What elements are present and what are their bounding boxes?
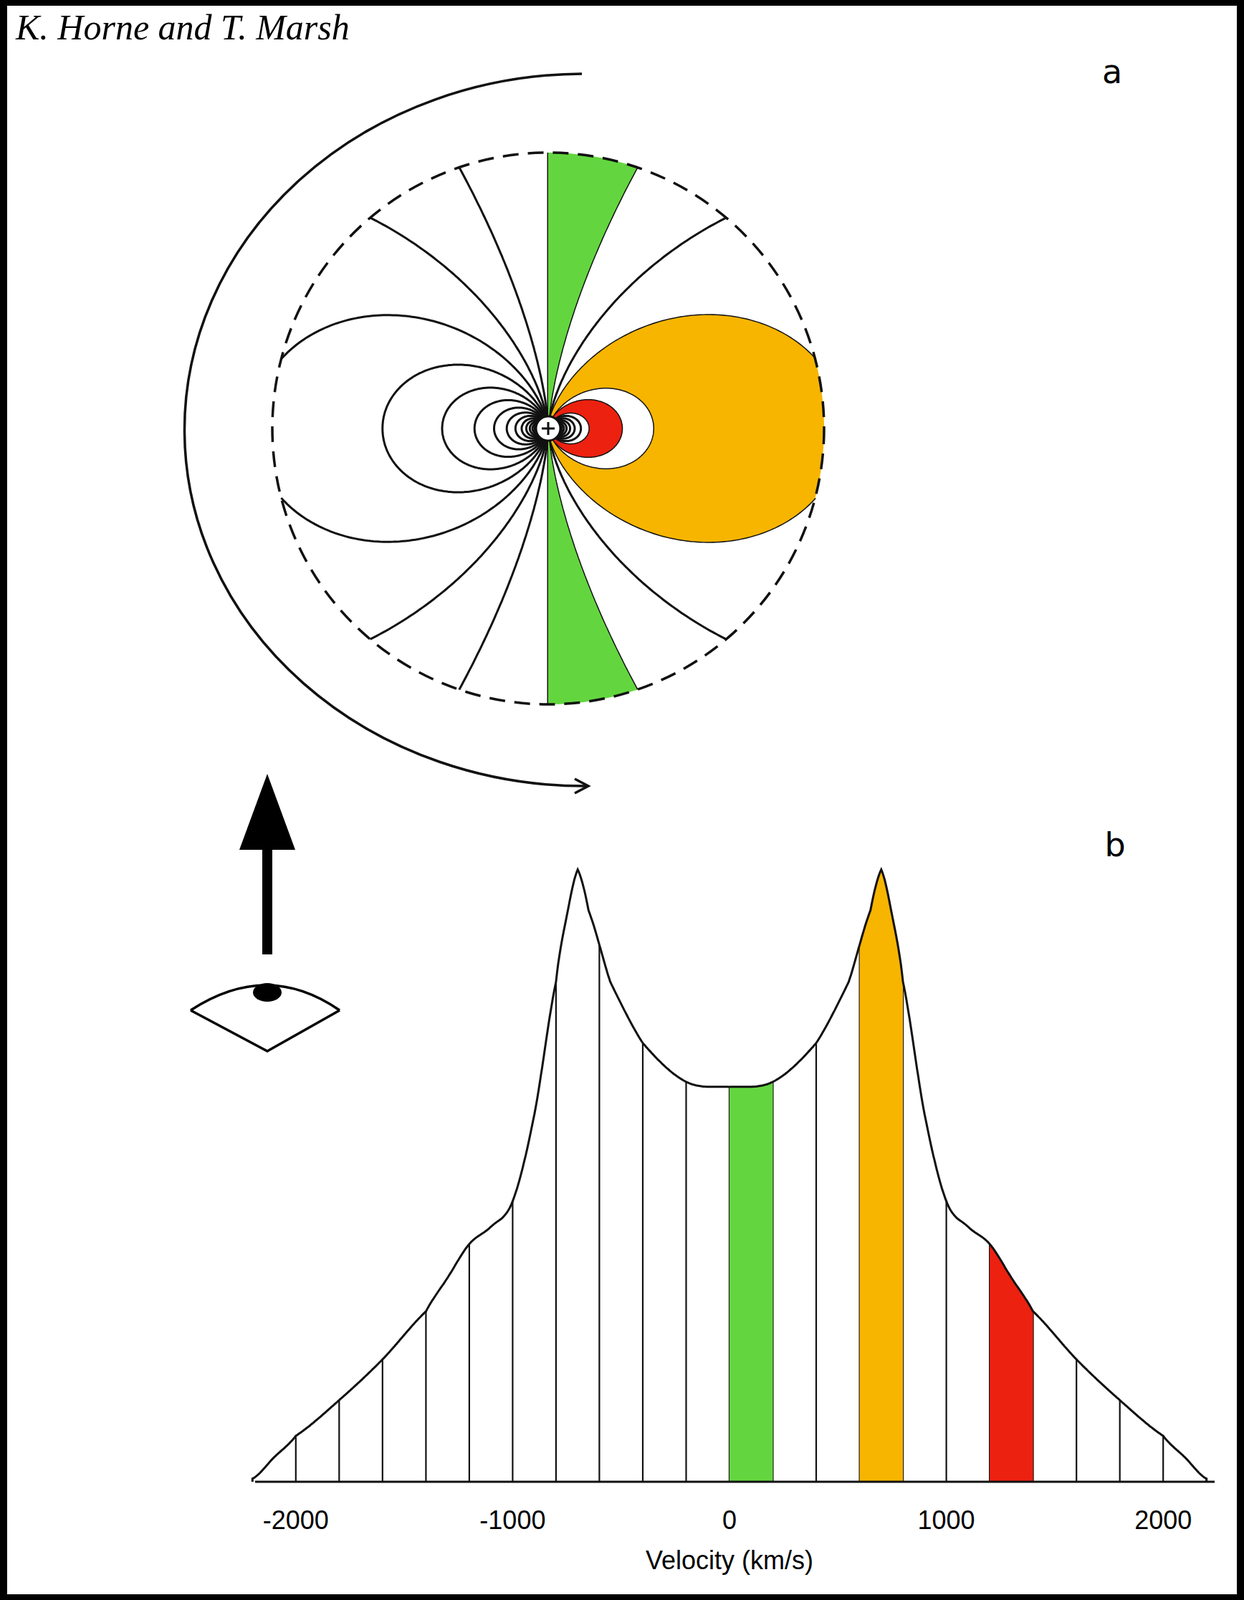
- bin-line: [1075, 1359, 1078, 1482]
- velocity-contour: [442, 387, 549, 470]
- bin-line: [685, 1082, 687, 1482]
- disc-outline: [272, 152, 825, 705]
- bin-line: [598, 945, 600, 1482]
- green-region: [548, 428, 638, 705]
- disc-edge: [272, 152, 825, 705]
- line-profile: [252, 869, 1215, 1482]
- eye-lower: [190, 1010, 340, 1052]
- bin-line: [468, 1244, 471, 1482]
- rotation-arc: [184, 73, 587, 787]
- sightline-arrow-shaft: [262, 845, 273, 955]
- panel-letter: a: [1102, 53, 1123, 92]
- bin-line: [555, 981, 557, 1482]
- tick-label: 0: [722, 1505, 737, 1535]
- sightline-arrow-head: [239, 773, 296, 850]
- red-band: [989, 1244, 1034, 1482]
- orange-region: [548, 315, 825, 542]
- bin-line: [945, 1201, 947, 1482]
- bin-line: [424, 1311, 427, 1482]
- green-region: [548, 152, 638, 429]
- author-header: K. Horne and T. Marsh: [15, 7, 350, 49]
- white-dwarf: [536, 416, 561, 441]
- bin-line: [1162, 1436, 1164, 1482]
- coloured-regions: [548, 152, 825, 705]
- green-band: [729, 1082, 774, 1482]
- velocity-axis: [255, 1481, 1215, 1484]
- bin-line: [338, 1400, 340, 1482]
- bin-line: [1119, 1400, 1121, 1482]
- tick-label: 2000: [1134, 1505, 1192, 1535]
- bin-line: [815, 1043, 817, 1482]
- bin-line: [381, 1359, 384, 1482]
- bin-line: [295, 1436, 297, 1482]
- bin-line: [511, 1201, 514, 1482]
- velocity-contour: [280, 428, 549, 542]
- profile-curve: [252, 869, 1207, 1482]
- velocity-contour: [382, 364, 549, 493]
- tick-label: -1000: [479, 1505, 546, 1535]
- velocity-contour: [280, 315, 549, 429]
- page-ground: [7, 5, 1237, 1595]
- tick-label: -2000: [262, 1505, 329, 1535]
- axis-title: Velocity (km/s): [645, 1545, 814, 1576]
- bin-line: [642, 1043, 644, 1482]
- rotation-arrowhead: [574, 778, 589, 794]
- panel-letter: b: [1104, 826, 1126, 865]
- centre-cross: [541, 422, 555, 435]
- eye-pupil: [252, 983, 282, 1002]
- orange-band: [859, 869, 904, 1482]
- tick-label: 1000: [917, 1505, 976, 1535]
